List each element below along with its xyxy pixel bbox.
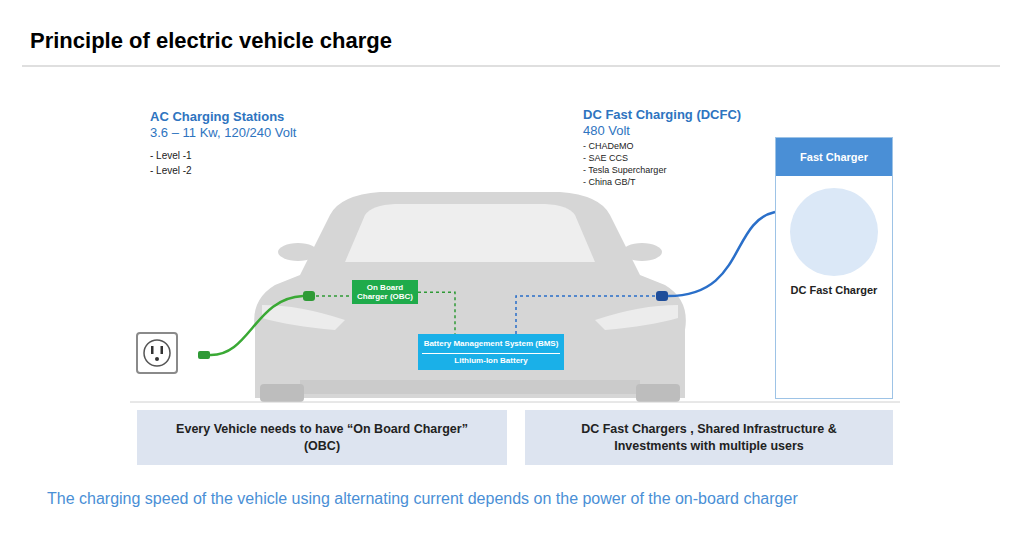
wall-outlet (137, 333, 177, 373)
dashed-link (418, 292, 455, 334)
charger-box: On Board Charger (OBC) (352, 280, 418, 304)
connector (418, 292, 455, 334)
spec-heading: DC Fast Charging (DCFC) (583, 108, 741, 123)
station-title: Fast Charger (800, 151, 868, 163)
band-text: DC Fast Chargers , Shared Infrastructure… (555, 421, 863, 454)
battery-label: Lithium-Ion Battery (422, 353, 560, 368)
fast-charger-station: Fast Charger DC Fast Charger (775, 137, 893, 399)
level-item: - Level -1 (150, 150, 192, 162)
battery-box: Battery Management System (BMS) Lithium-I… (418, 334, 564, 370)
note-band: Every Vehicle needs to have “On Board Ch… (137, 410, 507, 465)
title-rule (22, 66, 1000, 67)
level-item: - Level -2 (150, 165, 192, 177)
standard-item: - Tesla Supercharger (583, 165, 666, 175)
station-label: DC Fast Charger (780, 283, 888, 297)
dc-plug (656, 291, 668, 301)
spec-line: 480 Volt (583, 124, 630, 139)
charging-cable (668, 212, 775, 296)
caption: The charging speed of the vehicle using … (47, 490, 1007, 508)
page-title: Principle of electric vehicle charge (30, 28, 392, 54)
station-header: Fast Charger (776, 138, 892, 176)
note-band: DC Fast Chargers , Shared Infrastructure… (525, 410, 893, 465)
spec-line: 3.6 – 11 Kw, 120/240 Volt (150, 126, 297, 141)
band-text: Every Vehicle needs to have “On Board Ch… (167, 421, 477, 454)
bms-label: Battery Management System (BMS) (422, 337, 560, 351)
station-screen (788, 186, 880, 278)
standard-item: - China GB/T (583, 177, 636, 187)
ground-line (130, 402, 900, 403)
connector (516, 212, 775, 334)
spec-heading: AC Charging Stations (150, 110, 284, 125)
standard-item: - SAE CCS (583, 153, 628, 163)
dashed-link (516, 296, 655, 334)
standard-item: - CHADeMO (583, 141, 634, 151)
ac-cable (198, 291, 350, 359)
charger-label: On Board Charger (OBC) (355, 283, 415, 301)
car-silhouette (254, 192, 686, 402)
